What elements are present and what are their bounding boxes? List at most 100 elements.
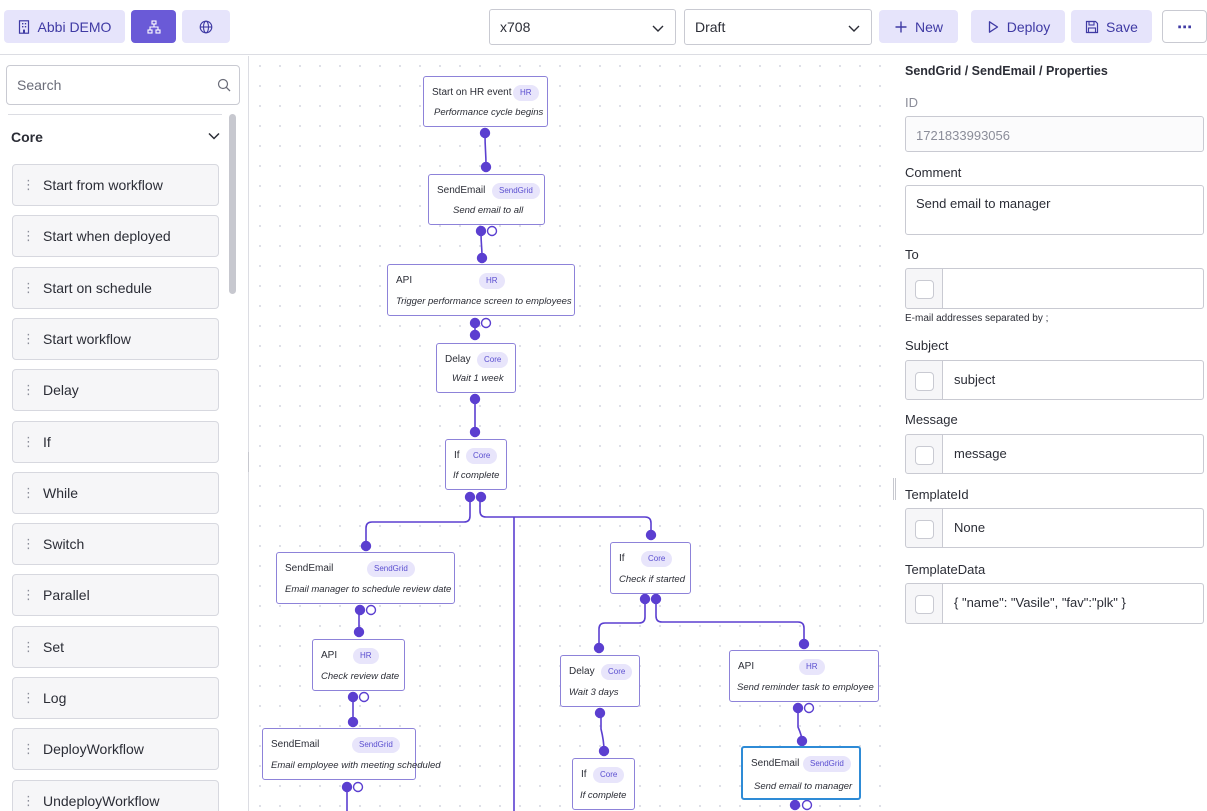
connection-port[interactable] [471,428,480,437]
workflow-node[interactable]: IfCoreCheck if started [610,542,691,594]
node-tag-badge: Core [641,551,672,567]
workflow-node[interactable]: DelayCoreWait 1 week [436,343,516,393]
connection-port[interactable] [478,254,487,263]
connection-port[interactable] [652,595,661,604]
deploy-button[interactable]: Deploy [971,10,1065,43]
palette-item[interactable]: ⋮While [12,472,219,514]
drag-handle-icon[interactable]: ⋮ [13,639,43,655]
connection-port[interactable] [596,709,605,718]
message-expression-checkbox[interactable] [915,446,934,465]
drag-handle-icon[interactable]: ⋮ [13,741,43,757]
templateid-input[interactable]: None [942,509,1203,547]
connection-port[interactable] [481,129,490,138]
workflow-canvas[interactable]: Start on HR eventHRPerformance cycle beg… [250,56,895,811]
drag-handle-icon[interactable]: ⋮ [13,690,43,706]
workflow-node[interactable]: SendEmailSendGridSend email to all [428,174,545,225]
connection-port[interactable] [356,606,365,615]
workflow-node[interactable]: IfCoreIf complete [572,758,635,810]
palette-item[interactable]: ⋮DeployWorkflow [12,728,219,770]
connection-port[interactable] [349,718,358,727]
subject-value: subject [954,372,995,387]
connection-port[interactable] [794,704,803,713]
output-port-empty[interactable] [805,704,814,713]
connection-port[interactable] [595,644,604,653]
palette-item[interactable]: ⋮Parallel [12,574,219,616]
connection-port[interactable] [477,227,486,236]
connection-port[interactable] [471,395,480,404]
output-port-empty[interactable] [488,227,497,236]
connection-port[interactable] [471,319,480,328]
to-expression-checkbox[interactable] [915,280,934,299]
connection-port[interactable] [641,595,650,604]
connection-port[interactable] [477,493,486,502]
globe-button[interactable] [182,10,230,43]
message-input[interactable]: message [942,435,1203,473]
output-port-empty[interactable] [360,693,369,702]
search-input[interactable] [6,65,240,105]
comment-field[interactable]: Send email to manager [905,185,1204,235]
palette-item[interactable]: ⋮Set [12,626,219,668]
connection-port[interactable] [362,542,371,551]
output-port-empty[interactable] [803,801,812,810]
drag-handle-icon[interactable]: ⋮ [13,331,43,347]
workflow-node[interactable]: SendEmailSendGridSend email to manager [741,746,861,800]
drag-handle-icon[interactable]: ⋮ [13,793,43,809]
drag-handle-icon[interactable]: ⋮ [13,587,43,603]
connection-port[interactable] [482,163,491,172]
palette-item[interactable]: ⋮Switch [12,523,219,565]
drag-handle-icon[interactable]: ⋮ [13,177,43,193]
app-button[interactable]: Abbi DEMO [4,10,125,43]
workflow-node[interactable]: APIHRSend reminder task to employee [729,650,879,702]
output-port-empty[interactable] [354,783,363,792]
connection-port[interactable] [471,331,480,340]
to-input[interactable] [942,269,1203,308]
palette-item[interactable]: ⋮Start from workflow [12,164,219,206]
palette-item[interactable]: ⋮Start on schedule [12,267,219,309]
subject-expression-checkbox[interactable] [915,372,934,391]
workflow-node[interactable]: Start on HR eventHRPerformance cycle beg… [423,76,548,127]
palette-item[interactable]: ⋮UndeployWorkflow [12,780,219,811]
output-port-empty[interactable] [482,319,491,328]
palette-item[interactable]: ⋮If [12,421,219,463]
connection-port[interactable] [791,801,800,810]
floppy-disk-icon [1085,20,1099,34]
workflow-view-button[interactable] [131,10,176,43]
drag-handle-icon[interactable]: ⋮ [13,536,43,552]
output-port-empty[interactable] [367,606,376,615]
templateid-expression-checkbox[interactable] [915,520,934,539]
connection-port[interactable] [798,737,807,746]
more-menu-button[interactable]: ⋯ [1162,10,1207,43]
subject-input[interactable]: subject [942,361,1203,399]
connection-port[interactable] [647,531,656,540]
connection-port[interactable] [355,628,364,637]
templatedata-input[interactable]: { "name": "Vasile", "fav":"plk" } [942,584,1203,623]
drag-handle-icon[interactable]: ⋮ [13,434,43,450]
workflow-node[interactable]: SendEmailSendGridEmail manager to schedu… [276,552,455,604]
node-type: If [619,553,625,564]
palette-scrollbar[interactable] [229,114,236,294]
drag-handle-icon[interactable]: ⋮ [13,485,43,501]
palette-item[interactable]: ⋮Delay [12,369,219,411]
workflow-node[interactable]: IfCoreIf complete [445,439,507,490]
status-select[interactable]: Draft [684,9,872,45]
connection-port[interactable] [600,747,609,756]
connection-port[interactable] [343,783,352,792]
palette-item[interactable]: ⋮Log [12,677,219,719]
drag-handle-icon[interactable]: ⋮ [13,382,43,398]
connection-port[interactable] [800,640,809,649]
drag-handle-icon[interactable]: ⋮ [13,228,43,244]
chevron-down-icon[interactable] [207,129,221,143]
workflow-node[interactable]: SendEmailSendGridEmail employee with mee… [262,728,416,780]
connection-port[interactable] [466,493,475,502]
version-select[interactable]: x708 [489,9,676,45]
drag-handle-icon[interactable]: ⋮ [13,280,43,296]
palette-item[interactable]: ⋮Start when deployed [12,215,219,257]
palette-item[interactable]: ⋮Start workflow [12,318,219,360]
new-button[interactable]: New [879,10,958,43]
workflow-node[interactable]: DelayCoreWait 3 days [560,655,640,707]
connection-port[interactable] [349,693,358,702]
templatedata-expression-checkbox[interactable] [915,595,934,614]
workflow-node[interactable]: APIHRCheck review date [312,639,405,691]
workflow-node[interactable]: APIHRTrigger performance screen to emplo… [387,264,575,316]
save-button[interactable]: Save [1071,10,1152,43]
